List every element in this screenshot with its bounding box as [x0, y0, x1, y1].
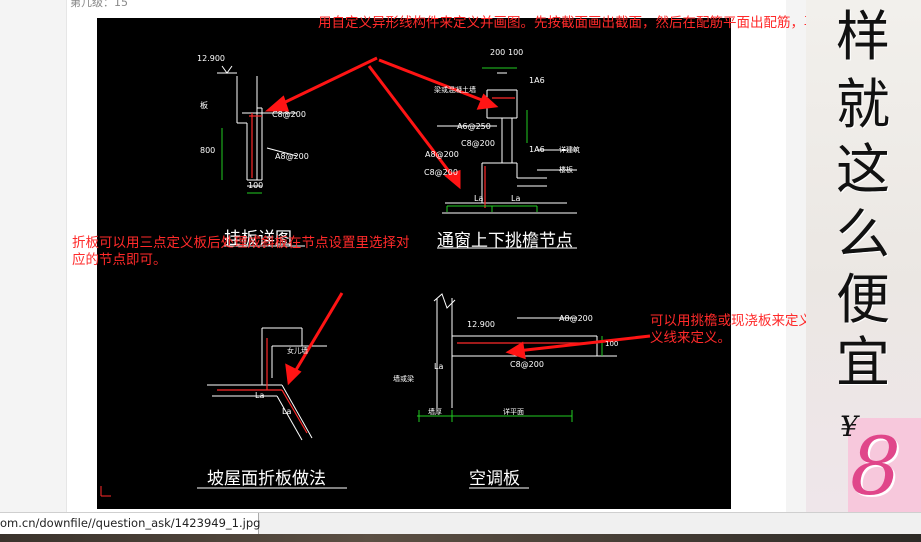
title-window-eave: 通窗上下挑檐节点 [437, 231, 573, 251]
we-la-label-1: La [474, 194, 484, 203]
we-100-label: 100 [508, 48, 524, 57]
status-url-text: om.cn/downfile//question_ask/1423949_1.j… [0, 516, 261, 530]
we-c8-label-1: C8@200 [461, 139, 495, 148]
ac-wall-thickness-label: 墙厚 [428, 408, 442, 416]
sr-la-label-1: La [255, 391, 265, 400]
ad-char-3: 这 [836, 138, 890, 201]
we-a6-label: A6@250 [457, 122, 491, 131]
status-url-box: om.cn/downfile//question_ask/1423949_1.j… [0, 513, 261, 535]
we-a8-label: A8@200 [425, 150, 459, 159]
ad-currency-symbol: ¥ [840, 410, 858, 443]
ac-a8-label: A8@200 [559, 314, 593, 323]
sr-la-label-2: La [282, 407, 292, 416]
hb-side-label-1: 板 [200, 101, 208, 110]
cad-drawing-svg [100, 56, 651, 497]
we-beam-label: 梁或混凝土墙 [434, 86, 476, 94]
annotation-top: 用自定义异形线构件来定义并画图。先按截面画出截面，然后在配筋平面出配筋，再用直线… [318, 15, 899, 31]
annotation-left: 折板可以用三点定义板后处理成斜板在节点设置里选择对应的节点即可。 [72, 235, 410, 268]
ad-char-1: 样 [836, 5, 890, 68]
cad-drawing-image[interactable]: 12.900 C8@200 A8@200 100 板 800 200 100 1… [97, 18, 731, 509]
taskbar-strip [0, 534, 921, 542]
ad-char-2: 就 [836, 73, 890, 136]
ad-char-6: 宜 [836, 331, 890, 394]
we-floor-label: 楼板 [559, 166, 573, 174]
we-detail-label: 详建筑 [559, 146, 580, 154]
side-gap [786, 0, 806, 512]
title-slope-roof: 坡屋面折板做法 [207, 469, 326, 489]
ad-char-5: 便 [836, 268, 890, 331]
we-1a6-top-label: 1A6 [529, 76, 545, 85]
ac-c8-label: C8@200 [510, 360, 544, 369]
title-ac-board: 空调板 [469, 469, 520, 489]
we-1a6-mid-label: 1A6 [529, 145, 545, 154]
hb-c8-label: C8@200 [272, 110, 306, 119]
hb-side-label-2: 800 [200, 146, 216, 155]
ad-char-4: 么 [836, 203, 890, 266]
we-c8-label-2: C8@200 [424, 168, 458, 177]
ac-elevation-label: 12.900 [467, 320, 495, 329]
title-hanging-board: 挂板详图 [224, 229, 292, 249]
hb-elevation-label: 12.900 [197, 54, 225, 63]
right-advertisement[interactable]: 样 就 这 么 便 宜 ¥ 8 [806, 0, 921, 512]
ac-wall-beam-label: 墙或梁 [393, 375, 414, 383]
top-text-fragment: 第几级：15 [70, 0, 128, 9]
hb-100-label: 100 [248, 181, 264, 190]
ac-plan-label: 详平面 [503, 408, 524, 416]
we-la-label-2: La [511, 194, 521, 203]
ac-100-label: 100 [605, 340, 619, 348]
ad-price: 8 [850, 420, 901, 512]
hb-a8-label: A8@200 [275, 152, 309, 161]
ad-price-badge [848, 418, 921, 512]
we-200-label: 200 [490, 48, 506, 57]
sr-parapet-label: 女儿墙 [287, 347, 308, 355]
browser-status-bar: om.cn/downfile//question_ask/1423949_1.j… [0, 512, 921, 535]
ac-la-label: La [434, 362, 444, 371]
